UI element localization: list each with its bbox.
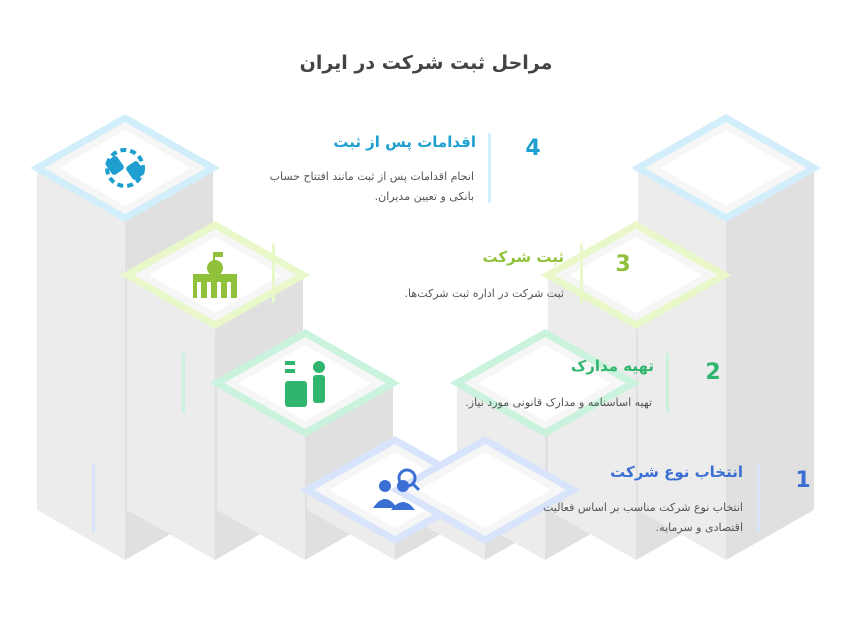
step-icons [105,148,421,510]
person-1-head [379,480,391,492]
step-4-title: اقدامات پس از ثبت [333,133,476,151]
block-right-wall [726,168,814,560]
flag [215,252,223,257]
column-gap [227,282,231,298]
block-left-wall [307,490,395,560]
step-2-title: تهیه مدارک [570,357,654,375]
block-top-inner [570,237,702,313]
step-3-left-bar [272,243,275,303]
step-4-description: انجام اقدامات پس از ثبت مانند افتتاح حسا… [269,170,474,203]
step-1-number: 1 [795,468,811,493]
step-2-bar [666,353,669,413]
hand-right [126,161,145,180]
step-3-bar [580,243,583,303]
block-left-wall [37,168,125,560]
hand-left [105,156,124,175]
step-1-title: انتخاب نوع شرکت [610,463,743,481]
flagpole [213,252,215,262]
magnifier-handle [411,482,421,492]
step-1-left-bar [92,463,95,533]
block-left-wall [217,383,305,560]
magnifier-glass [397,468,417,488]
step-4-bar [488,133,491,203]
government-building-icon [193,252,237,298]
dome [207,260,223,276]
step-3-description: ثبت شرکت در اداره ثبت شرکت‌ها. [404,287,564,300]
step-4-number: 4 [525,136,541,161]
person-head [313,361,325,373]
block-top-inner [59,130,191,206]
handshake-icon [105,148,145,188]
diagram-title: مراحل ثبت شرکت در ایران [299,52,553,74]
block-left-wall [127,275,215,560]
step-3-title: ثبت شرکت [482,248,564,266]
block-top-inner [660,130,792,206]
column-gap [207,282,211,298]
step-2-number: 2 [705,360,721,385]
block-top-inner [479,345,611,421]
hexagon-blocks [29,113,822,560]
column-gap [217,282,221,298]
step-1-bar [757,463,760,533]
person-body [313,375,325,403]
person-desk-icon [285,361,325,407]
block-top-inner [419,452,551,528]
step-3-number: 3 [615,252,631,277]
step-1-description: انتخاب نوع شرکت مناسب بر اساس فعالیت اقت… [542,501,743,534]
desk [285,381,307,407]
paper-2 [285,369,295,373]
paper-1 [285,361,295,365]
person-2-body [391,502,415,510]
step-2-description: تهیه اساسنامه و مدارک قانونی مورد نیاز. [465,396,652,409]
column-gap [197,282,201,298]
handshake-ring [105,148,145,188]
person-1-body [373,499,397,508]
people-search-icon [373,468,421,510]
step-2-left-bar [182,353,185,413]
